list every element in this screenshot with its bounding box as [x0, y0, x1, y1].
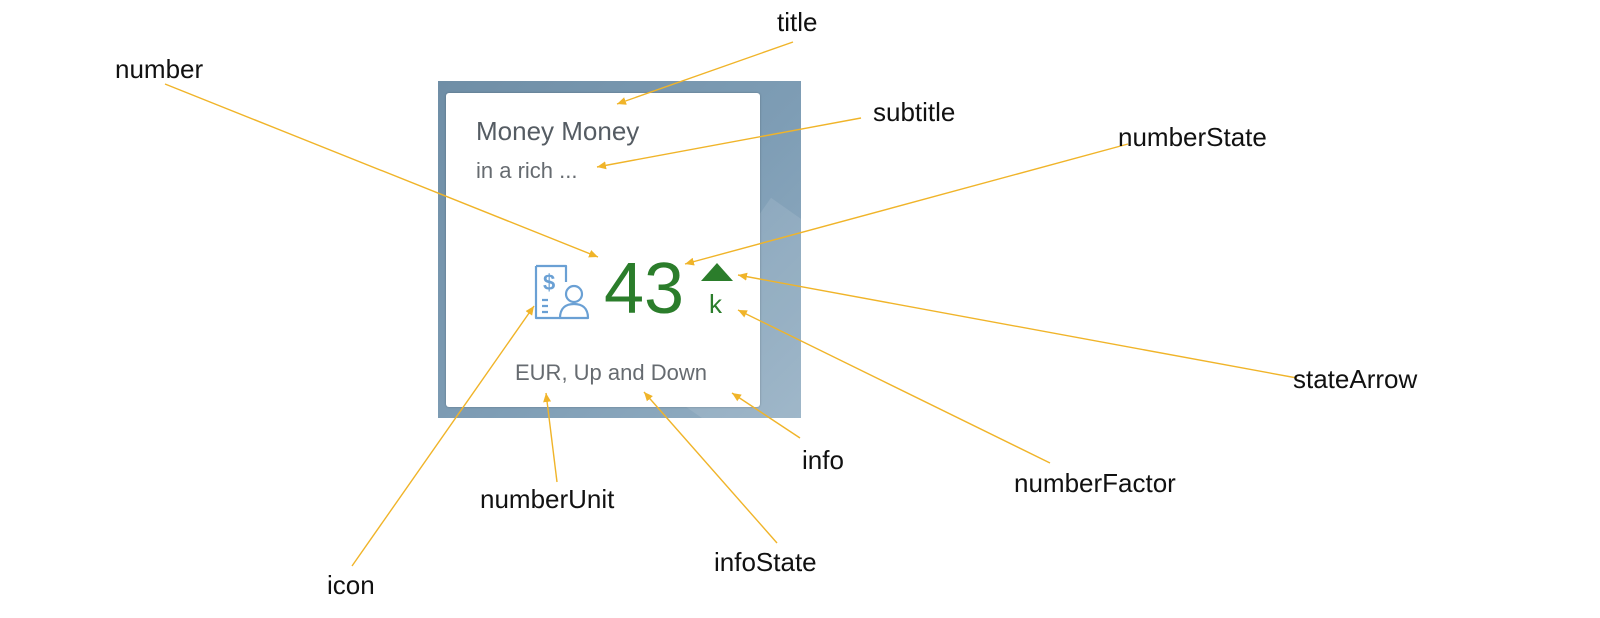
svg-text:$: $ [543, 270, 555, 295]
tile-number: 43 [604, 249, 685, 329]
tile-number-factor: k [709, 289, 722, 319]
label-number: number [115, 54, 204, 84]
tile-info: EUR, Up and Down [515, 360, 707, 385]
annotation-line-number [164, 83, 599, 258]
annotation-line-number-unit [543, 392, 558, 483]
annotation-line-info-state [643, 391, 778, 544]
annotation-line-info [731, 392, 801, 439]
label-info-state: infoState [714, 547, 817, 577]
receipt-person-icon: $ [534, 264, 590, 320]
annotation-line-state-arrow [737, 272, 1298, 379]
label-number-state: numberState [1118, 122, 1267, 152]
annotation-line-subtitle [596, 117, 862, 170]
label-title: title [777, 7, 818, 37]
generic-tile[interactable] [446, 93, 760, 407]
label-number-factor: numberFactor [1014, 468, 1176, 498]
annotation-line-number-factor [737, 309, 1051, 464]
annotation-line-icon [351, 305, 535, 567]
label-state-arrow: stateArrow [1293, 364, 1418, 394]
state-arrow-up-icon [701, 263, 733, 281]
label-number-unit: numberUnit [480, 484, 615, 514]
label-icon: icon [327, 570, 375, 600]
tile-subtitle: in a rich ... [476, 158, 578, 183]
annotation-line-number-state [684, 143, 1129, 266]
annotation-line-title [616, 41, 794, 105]
tile-title: Money Money [476, 116, 640, 146]
label-info: info [802, 445, 844, 475]
label-subtitle: subtitle [873, 97, 956, 127]
